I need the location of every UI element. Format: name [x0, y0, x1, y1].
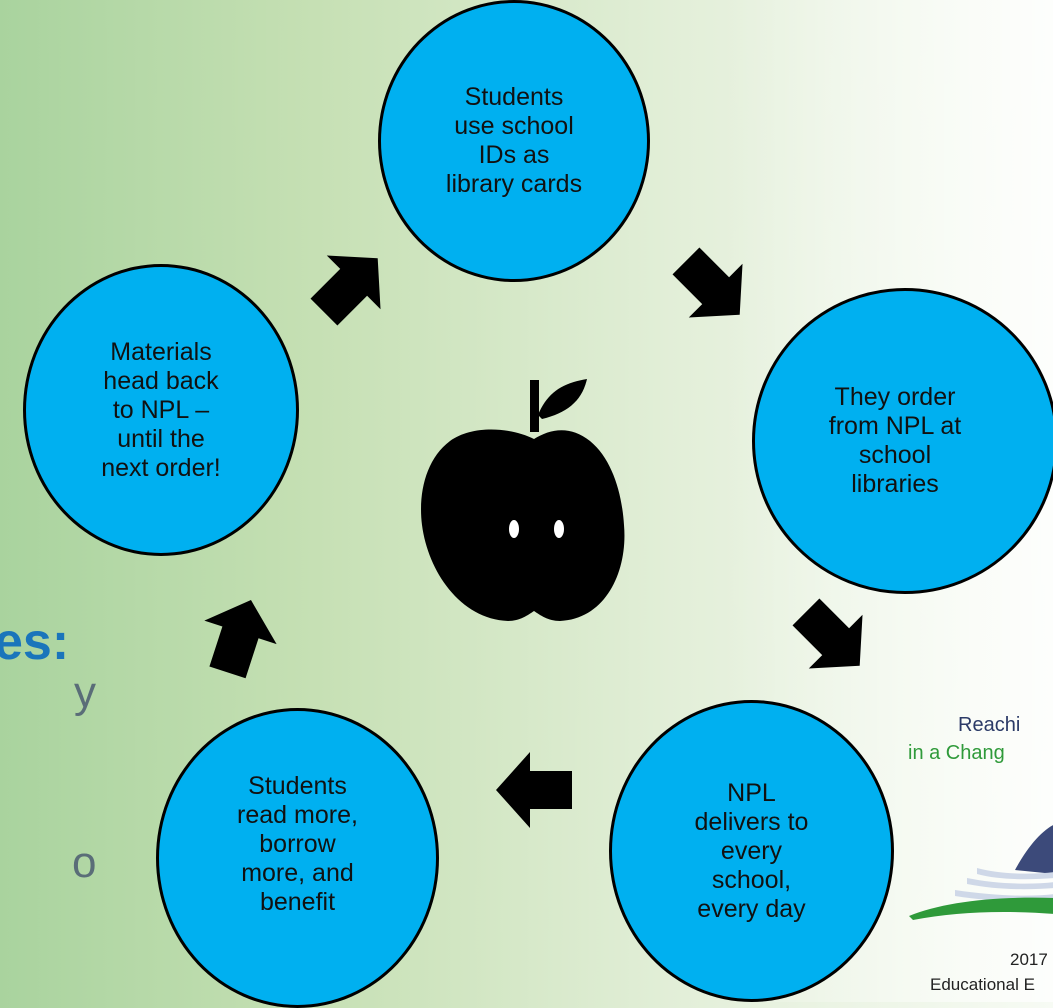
cycle-step-5-text: Materials head back to NPL – until the n…	[101, 337, 221, 482]
logo-year: 2017	[1010, 950, 1048, 969]
cycle-step-3-circle: NPL delivers to every school, every day	[609, 700, 894, 1002]
text-fragment-2: o	[72, 838, 97, 887]
logo-line-2: in a Chang	[908, 742, 1005, 764]
logo-footer: Educational E	[930, 975, 1035, 994]
logo-line-1: Reachi	[958, 714, 1021, 736]
cycle-step-3-text: NPL delivers to every school, every day	[694, 778, 809, 923]
arrow-step-1-to-2-icon	[672, 247, 743, 318]
cycle-step-4-text: Students read more, borrow more, and ben…	[237, 771, 358, 916]
cycle-step-4-circle: Students read more, borrow more, and ben…	[156, 708, 439, 1008]
arrow-step-2-to-3-icon	[792, 598, 863, 669]
arrow-step-5-to-1-icon	[310, 255, 381, 326]
arrow-step-4-to-5-icon	[204, 600, 277, 679]
apple-icon	[421, 379, 625, 621]
heading-fragment: es:	[0, 613, 70, 671]
logo-graphic	[909, 825, 1053, 920]
arrow-step-3-to-4-icon	[496, 752, 572, 828]
cycle-step-2-circle: They order from NPL at school libraries	[752, 288, 1053, 594]
cycle-step-1-text: Students use school IDs as library cards	[445, 83, 583, 198]
cycle-step-1-circle: Students use school IDs as library cards	[378, 0, 650, 282]
cycle-step-2-text: They order from NPL at school libraries	[828, 383, 962, 498]
text-fragment-1: y	[74, 668, 96, 717]
cycle-step-5-circle: Materials head back to NPL – until the n…	[23, 264, 299, 556]
